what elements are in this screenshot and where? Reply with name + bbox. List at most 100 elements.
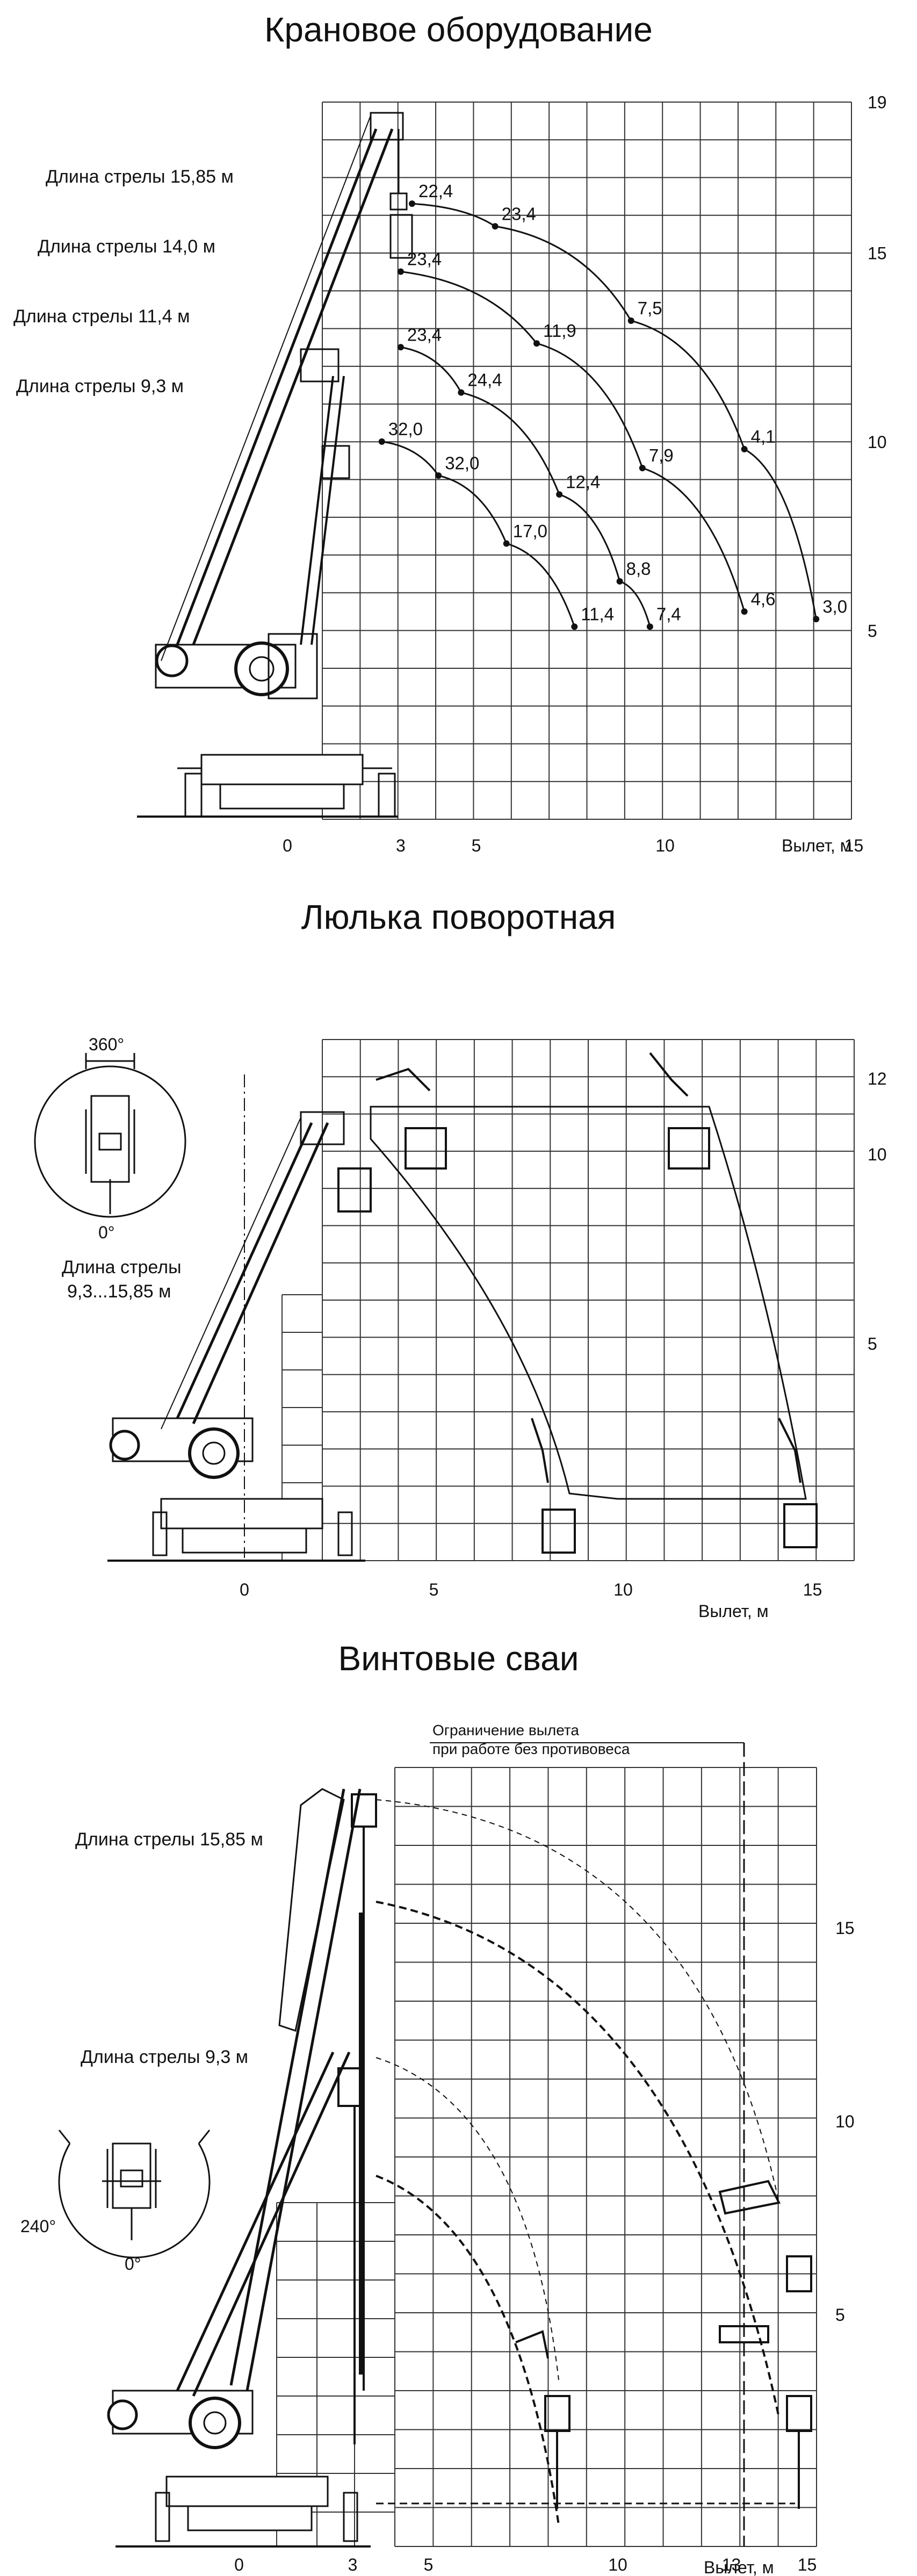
basket-y-tick: 10 bbox=[868, 1145, 887, 1164]
crane-curve-point bbox=[646, 623, 653, 630]
crane-curve-point bbox=[813, 616, 820, 623]
piles-x-axis-label: Вылет, м bbox=[704, 2558, 774, 2576]
crane-load-label: 8,8 bbox=[626, 559, 651, 579]
crane-curve-point bbox=[639, 465, 646, 472]
crane-curve-point bbox=[397, 344, 404, 351]
crane-boom-label-9-3: Длина стрелы 9,3 м bbox=[16, 376, 184, 396]
piles-y-tick: 15 bbox=[835, 1918, 855, 1938]
basket-boom-label-line2: 9,3...15,85 м bbox=[67, 1281, 171, 1302]
piles-rotation-diagram bbox=[58, 2130, 211, 2258]
crane-curve-point bbox=[533, 340, 540, 347]
crane-curve-point bbox=[627, 318, 634, 324]
crane-curve-point bbox=[571, 623, 578, 630]
basket-x-tick: 15 bbox=[803, 1580, 822, 1599]
basket-zero-angle: 0° bbox=[98, 1223, 115, 1242]
crane-load-label: 23,4 bbox=[502, 204, 536, 223]
crane-curve-point bbox=[435, 472, 442, 479]
crane-curve-point bbox=[616, 578, 623, 585]
crane-capacity-curves: 22,4 23,4 7,5 4,1 3,0 23,4 11,9 7,9 4,6 23,4 24,4 1… bbox=[378, 181, 847, 630]
crane-curve-point bbox=[492, 223, 499, 230]
crane-boom-label-14-0: Длина стрелы 14,0 м bbox=[38, 236, 215, 257]
crane-boom-label-15-85: Длина стрелы 15,85 м bbox=[46, 167, 234, 187]
piles-x-tick: 10 bbox=[608, 2555, 627, 2574]
crane-x-tick: 15 bbox=[844, 836, 864, 855]
crane-load-label: 32,0 bbox=[388, 419, 423, 439]
piles-boom-arcs bbox=[376, 1799, 795, 2526]
crane-x-tick: 5 bbox=[472, 836, 481, 855]
crane-curve-point bbox=[503, 540, 510, 547]
crane-curve-point bbox=[458, 389, 465, 396]
basket-x-tick: 5 bbox=[429, 1580, 439, 1599]
piles-x-tick: 3 bbox=[348, 2555, 358, 2574]
piles-note-line2: при работе без противовеса bbox=[432, 1741, 630, 1757]
basket-vehicle-illustration bbox=[107, 1074, 365, 1562]
crane-load-label: 17,0 bbox=[513, 521, 547, 541]
crane-curve-point bbox=[397, 268, 404, 275]
crane-load-label: 22,4 bbox=[418, 181, 453, 201]
crane-section-title: Крановое оборудование bbox=[264, 10, 653, 49]
crane-load-label: 4,6 bbox=[751, 589, 776, 609]
basket-x-axis-label: Вылет, м bbox=[698, 1601, 769, 1621]
crane-curve-1 bbox=[400, 271, 746, 612]
piles-x-tick: 13 bbox=[722, 2555, 741, 2574]
piles-zero-angle: 0° bbox=[125, 2254, 141, 2274]
piles-axis-ticks: 0 3 5 10 13 15 15 10 5 bbox=[234, 1918, 854, 2574]
piles-y-tick: 10 bbox=[835, 2112, 855, 2131]
crane-curve-0 bbox=[411, 203, 817, 619]
crane-curve-3 bbox=[381, 441, 575, 627]
piles-boom-label-15-85: Длина стрелы 15,85 м bbox=[75, 1829, 263, 1850]
basket-x-tick: 10 bbox=[613, 1580, 633, 1599]
basket-y-tick: 12 bbox=[868, 1069, 887, 1088]
crane-y-tick: 15 bbox=[868, 244, 887, 263]
piles-x-tick: 5 bbox=[424, 2555, 434, 2574]
crane-curve-point bbox=[741, 608, 748, 615]
piles-reach-grid bbox=[276, 1767, 817, 2547]
piles-vehicle-illustration bbox=[107, 1788, 371, 2548]
crane-curve-2 bbox=[400, 346, 651, 627]
crane-load-label: 4,1 bbox=[751, 427, 776, 446]
crane-load-label: 7,9 bbox=[649, 445, 674, 465]
crane-curve-point bbox=[556, 491, 563, 498]
crane-load-label: 23,4 bbox=[407, 249, 442, 269]
piles-rotation-angle: 240° bbox=[20, 2217, 56, 2236]
crane-load-label: 3,0 bbox=[822, 596, 847, 616]
basket-platform-icons bbox=[337, 1052, 818, 1554]
crane-vehicle-illustration bbox=[137, 112, 413, 818]
basket-boom-label-line1: Длина стрелы bbox=[62, 1257, 182, 1278]
piles-x-tick: 15 bbox=[798, 2555, 817, 2574]
crane-load-label: 7,4 bbox=[656, 604, 681, 624]
crane-load-label: 11,4 bbox=[581, 604, 614, 624]
crane-curve-point bbox=[408, 200, 415, 207]
crane-load-label: 23,4 bbox=[407, 324, 442, 344]
crane-curve-point bbox=[741, 446, 748, 453]
crane-load-label: 7,5 bbox=[638, 298, 662, 318]
basket-x-tick: 0 bbox=[240, 1580, 249, 1599]
basket-section-title: Люлька поворотная bbox=[301, 898, 616, 936]
crane-y-tick: 10 bbox=[868, 432, 887, 452]
piles-y-tick: 5 bbox=[835, 2305, 845, 2325]
crane-y-tick: 5 bbox=[868, 622, 877, 641]
basket-reach-grid bbox=[281, 1039, 855, 1561]
piles-section-title: Винтовые сваи bbox=[338, 1639, 579, 1678]
crane-boom-label-11-4: Длина стрелы 11,4 м bbox=[13, 306, 190, 327]
crane-load-label: 32,0 bbox=[445, 453, 479, 473]
piles-note-line1: Ограничение вылета bbox=[432, 1722, 579, 1738]
piles-auger-icons bbox=[337, 1793, 812, 2509]
crane-load-label: 11,9 bbox=[543, 321, 576, 341]
basket-rotation-diagram bbox=[34, 1053, 186, 1218]
crane-load-label: 24,4 bbox=[467, 370, 502, 390]
crane-x-axis-label: Вылет, м bbox=[782, 836, 852, 855]
basket-axis-ticks: 0 5 10 15 12 10 5 bbox=[240, 1069, 886, 1599]
crane-x-tick: 3 bbox=[396, 836, 406, 855]
crane-load-grid bbox=[322, 102, 852, 820]
piles-boom-label-9-3: Длина стрелы 9,3 м bbox=[81, 2047, 248, 2067]
basket-y-tick: 5 bbox=[868, 1334, 877, 1354]
crane-curve-point bbox=[378, 438, 385, 445]
crane-x-tick: 10 bbox=[655, 836, 675, 855]
basket-rotation-angle: 360° bbox=[89, 1035, 124, 1054]
piles-x-tick: 0 bbox=[234, 2555, 244, 2574]
crane-load-label: 12,4 bbox=[566, 472, 600, 492]
crane-x-tick: 0 bbox=[283, 836, 292, 855]
